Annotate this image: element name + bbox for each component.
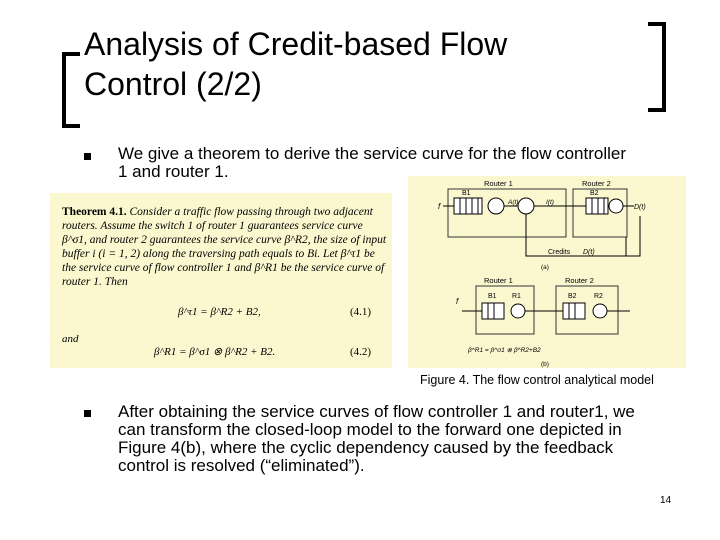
credits-feedback-path [525, 214, 627, 257]
router1-box-a [447, 188, 567, 238]
figure-caption: Figure 4. The flow control analytical mo… [420, 373, 654, 387]
title-line-2: Control (2/2) [84, 66, 262, 102]
switch1-a [487, 197, 505, 215]
theorem-label: Theorem 4.1. [62, 206, 127, 218]
label-b: (b) [541, 361, 549, 368]
title-line-1: Analysis of Credit-based Flow [84, 26, 508, 62]
page-number: 14 [660, 495, 672, 506]
r2-label-b: R2 [594, 293, 603, 300]
input-f-a: f [438, 202, 441, 211]
router2-box-a [572, 188, 628, 238]
bullet-text-1: We give a theorem to derive the service … [118, 144, 627, 181]
equation-4-2: β^R1 = β^σ1 ⊗ β^R2 + B2. [154, 346, 276, 358]
theorem-text: Theorem 4.1. Consider a traffic flow pas… [62, 205, 387, 289]
router1-server-b [510, 303, 526, 319]
credits-label: Credits [548, 249, 571, 256]
title-bracket-left [62, 52, 80, 128]
i-t-label: I(t) [546, 199, 554, 206]
formula-b: β^R1 = β^σ1 ⊗ β^R2+B2 [467, 347, 541, 354]
flow-control-diagram: Router 1 Router 2 f B1 A(t) I(t) B2 D(t)… [438, 179, 646, 368]
a-t-label: A(t) [507, 199, 518, 206]
theorem-body: Consider a traffic flow passing through … [62, 206, 387, 288]
b1-label-a: B1 [462, 190, 471, 197]
equation-4-2-number: (4.2) [350, 346, 372, 358]
bullet-marker-1 [84, 153, 91, 160]
router2-label-a: Router 2 [582, 179, 611, 188]
buffer-b2-b [562, 302, 586, 320]
label-a: (a) [541, 264, 549, 271]
diagram-a: Router 1 Router 2 f B1 A(t) I(t) B2 D(t)… [438, 179, 646, 271]
input-f-b: f [456, 297, 459, 306]
diagram-b: Router 1 Router 2 f B1 R1 B2 R2 β^R1 = β… [456, 276, 630, 368]
buffer-b1-a [453, 197, 483, 215]
equation-4-1-number: (4.1) [350, 306, 372, 318]
router1-label-b: Router 1 [484, 276, 513, 285]
r1-label-b: R1 [512, 293, 521, 300]
router2-server-b [592, 303, 608, 319]
b2-label-a: B2 [590, 190, 599, 197]
theorem-and: and [62, 333, 79, 345]
bullet-marker-2 [84, 410, 91, 417]
equation-4-1: β^τ1 = β^R2 + B2, [178, 306, 261, 318]
out-d-label: D(t) [634, 204, 646, 211]
router1-label-a: Router 1 [484, 179, 513, 188]
slide-title: Analysis of Credit-based Flow Control (2… [84, 24, 507, 104]
credits-fn-label: D(t) [583, 249, 595, 256]
bullet-text-2: After obtaining the service curves of fl… [118, 402, 635, 475]
flow-controller-a [517, 197, 535, 215]
buffer-b1-b [481, 302, 505, 320]
b1-label-b: B1 [488, 293, 497, 300]
router1-box-b [475, 285, 535, 335]
title-bracket-right [648, 22, 666, 112]
b2-label-b: B2 [568, 293, 577, 300]
router2-switch-a [608, 198, 624, 214]
buffer-b2-a [585, 197, 609, 215]
theorem-box: Theorem 4.1. Consider a traffic flow pas… [50, 193, 392, 368]
router2-box-b [555, 285, 619, 335]
router2-label-b: Router 2 [565, 276, 594, 285]
figure-panel: Router 1 Router 2 f B1 A(t) I(t) B2 D(t)… [408, 176, 686, 368]
